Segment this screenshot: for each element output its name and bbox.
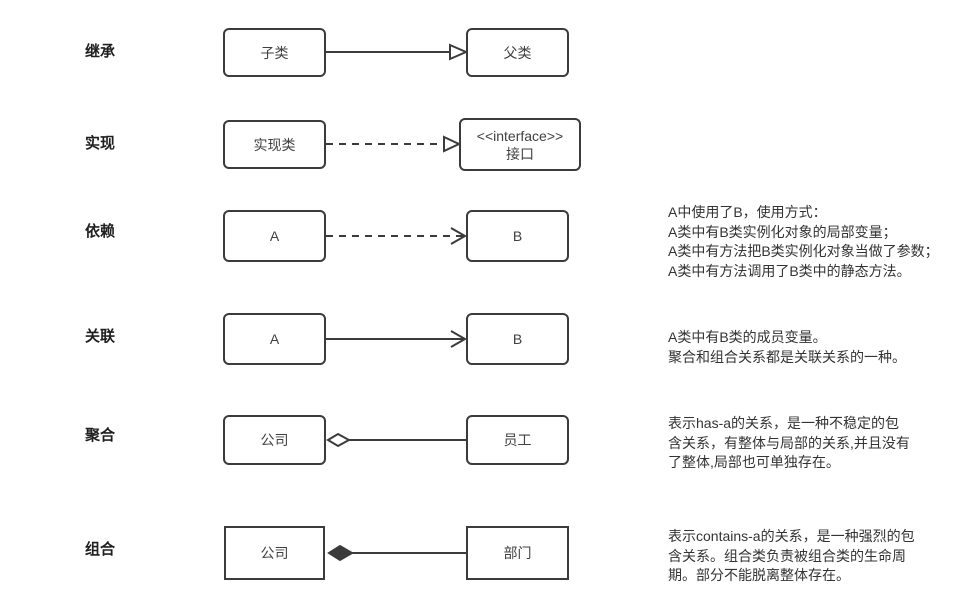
composition-connector: [327, 544, 468, 562]
class-box-department: 部门: [466, 526, 569, 580]
class-box-a-association: A: [223, 313, 326, 365]
class-box-employee: 员工: [466, 415, 569, 465]
class-box-interface: <<interface>> 接口: [459, 118, 581, 171]
inheritance-connector: [326, 43, 469, 61]
relation-label-association: 关联: [85, 328, 116, 345]
dependency-note: A中使用了B，使用方式： A类中有B类实例化对象的局部变量； A类中有方法把B类…: [668, 204, 939, 279]
relation-label-inheritance: 继承: [85, 43, 116, 60]
relation-label-dependency: 依赖: [85, 223, 116, 240]
class-box-b-dependency: B: [466, 210, 569, 262]
class-box-b-association: B: [466, 313, 569, 365]
class-box-impl: 实现类: [223, 120, 326, 169]
relation-label-realization: 实现: [85, 135, 116, 152]
class-box-company-composition: 公司: [224, 526, 325, 580]
class-box-subclass: 子类: [223, 28, 326, 77]
class-box-a-dependency: A: [223, 210, 326, 262]
dependency-connector: [326, 227, 468, 245]
realization-connector: [326, 135, 462, 153]
association-connector: [326, 330, 468, 348]
class-box-company-aggregation: 公司: [223, 415, 326, 465]
association-note: A类中有B类的成员变量。 聚合和组合关系都是关联关系的一种。: [668, 329, 906, 365]
class-box-parent: 父类: [466, 28, 569, 77]
relation-label-aggregation: 聚合: [85, 427, 116, 444]
composition-note: 表示contains-a的关系，是一种强烈的包 含关系。组合类负责被组合类的生命…: [668, 528, 915, 583]
relation-label-composition: 组合: [85, 541, 116, 558]
aggregation-note: 表示has-a的关系，是一种不稳定的包 含关系，有整体与局部的关系,并且没有 了…: [668, 415, 910, 470]
aggregation-connector: [326, 432, 468, 448]
